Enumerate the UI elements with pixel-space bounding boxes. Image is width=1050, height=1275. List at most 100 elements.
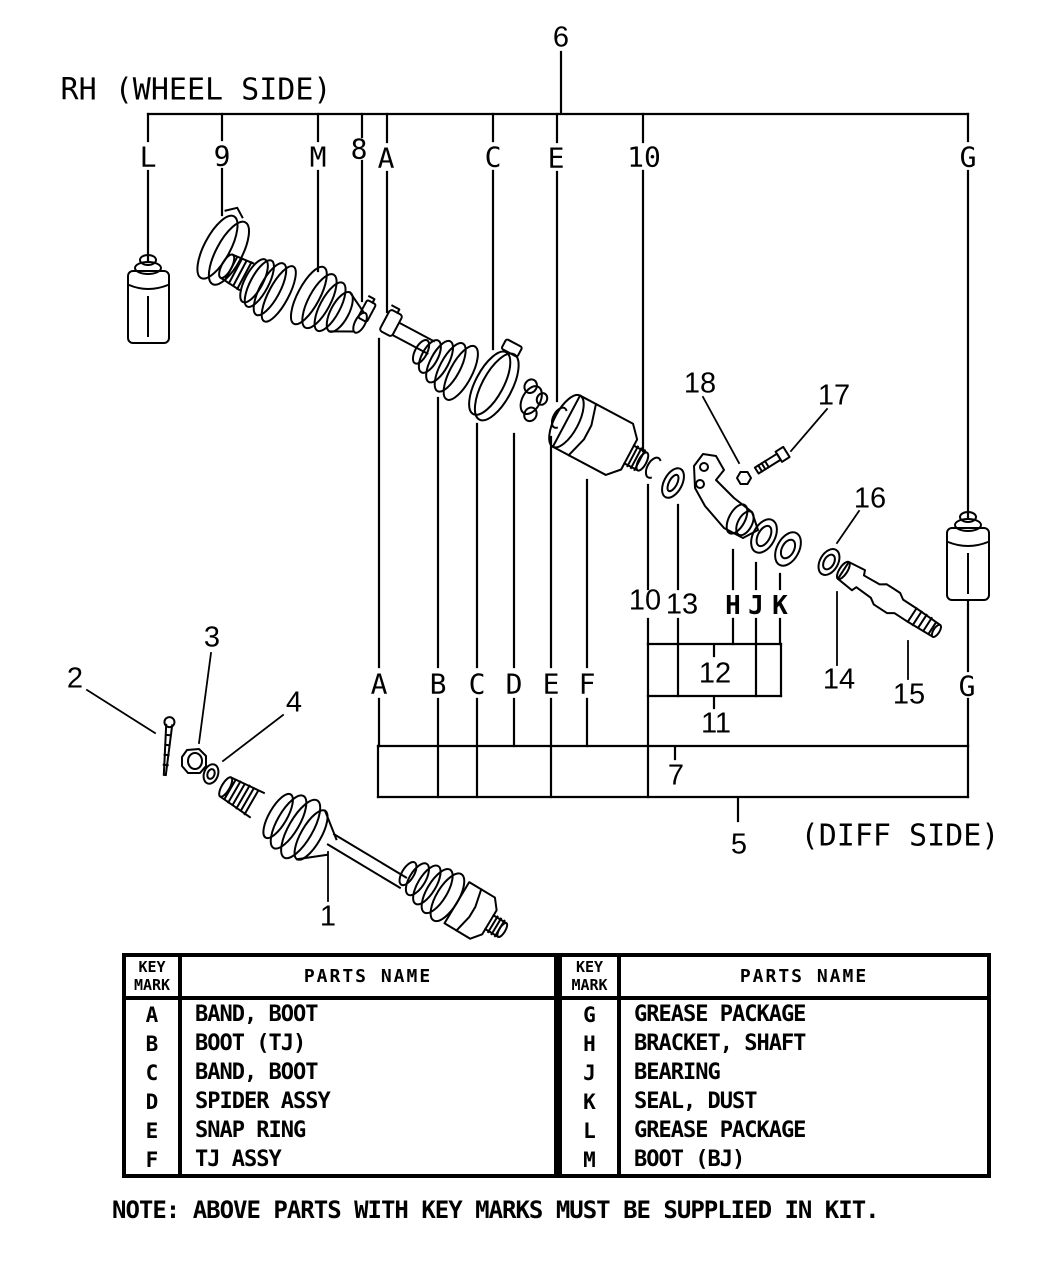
leader-lines [85, 395, 909, 902]
part-name-cell: TJ ASSY [195, 1147, 282, 1172]
lower-shaft [326, 832, 408, 890]
hub-nut-3 [181, 748, 207, 774]
shaft-bracket-H [693, 453, 759, 539]
lower-axle-assembly [162, 716, 509, 940]
table-header-rule [562, 996, 987, 1000]
grease-package-right [946, 511, 990, 601]
key-cell: G [583, 1002, 596, 1027]
part-name-cell: GREASE PACKAGE [634, 1118, 806, 1143]
key-J: J [748, 591, 764, 621]
callout-brackets [146, 50, 970, 823]
nut-18 [736, 471, 752, 485]
part-name-cell: BRACKET, SHAFT [634, 1031, 806, 1056]
key-L-top: L [139, 140, 157, 174]
label-3: 3 [203, 621, 221, 654]
key-G-top: G [959, 140, 977, 174]
key-E-bottom: E [542, 667, 560, 701]
table-header-rule [126, 996, 554, 1000]
key-cell: L [583, 1118, 596, 1143]
parts-name-header: PARTS NAME [303, 966, 433, 987]
key-cell: H [583, 1031, 596, 1056]
kit-note: NOTE: ABOVE PARTS WITH KEY MARKS MUST BE… [112, 1196, 880, 1224]
key-C-bottom: C [468, 667, 486, 701]
label-7: 7 [667, 759, 685, 792]
key-cell: A [145, 1002, 159, 1027]
part-name-cell: BAND, BOOT [195, 1002, 318, 1027]
key-cell: D [145, 1089, 159, 1114]
tj-boot-B [411, 338, 479, 401]
label-11: 11 [700, 707, 732, 740]
label-13: 13 [665, 588, 699, 621]
key-cell: B [145, 1031, 159, 1056]
boot-band-A-upper [379, 304, 403, 337]
part-name-cell: SNAP RING [195, 1118, 306, 1143]
dust-seal-K [774, 531, 802, 567]
label-10-top: 10 [627, 140, 661, 174]
lower-tj-case [443, 881, 509, 940]
parts-table-right: KEY MARK PARTS NAME G GREASE PACKAGE H B… [558, 953, 991, 1178]
label-16: 16 [853, 482, 887, 515]
table-divider [178, 957, 182, 1174]
parts-name-header: PARTS NAME [739, 966, 869, 987]
key-cell: J [583, 1060, 596, 1085]
part-name-cell: GREASE PACKAGE [634, 1002, 806, 1027]
key-cell: K [583, 1089, 596, 1114]
label-1: 1 [319, 900, 337, 933]
label-10-mid: 10 [628, 584, 662, 617]
bj-boot-M [289, 265, 368, 334]
label-6: 6 [552, 21, 570, 54]
key-A-top: A [377, 141, 395, 175]
part-name-cell: BEARING [634, 1060, 721, 1085]
key-B-bottom: B [429, 667, 447, 701]
grease-package-left [127, 254, 170, 344]
label-17: 17 [817, 379, 851, 412]
retainer-washer-16 [817, 548, 841, 576]
key-cell: C [145, 1060, 159, 1085]
bj-splined-hub [218, 253, 297, 323]
damper-shaft-14-15 [835, 560, 943, 638]
part-name-cell: SPIDER ASSY [195, 1089, 331, 1114]
wheel-side-splines [218, 776, 266, 819]
label-8: 8 [350, 132, 368, 166]
part-name-cell: BAND, BOOT [195, 1060, 318, 1085]
key-header-line2: MARK [133, 975, 171, 994]
boot-band-C [468, 338, 523, 422]
part-name-cell: BOOT (TJ) [195, 1031, 306, 1056]
parts-table-left: KEY MARK PARTS NAME A BAND, BOOT B BOOT … [122, 953, 558, 1178]
key-F-bottom: F [578, 667, 596, 701]
key-header-line2: MARK [571, 975, 608, 994]
upper-axle-assembly [196, 206, 943, 638]
cotter-pin-2 [162, 716, 176, 777]
label-9: 9 [213, 139, 231, 173]
key-cell: M [583, 1147, 596, 1172]
label-15: 15 [892, 678, 926, 711]
axle-shaft-middle [392, 322, 436, 355]
table-divider [617, 957, 621, 1174]
part-name-cell: SEAL, DUST [634, 1089, 757, 1114]
label-5: 5 [730, 828, 748, 861]
label-12: 12 [698, 657, 732, 690]
washer-13 [661, 467, 685, 499]
key-cell: F [145, 1147, 159, 1172]
washer-4 [202, 763, 220, 785]
key-E-top: E [547, 141, 565, 175]
boot-clip-8 [357, 294, 377, 323]
key-G-bottom: G [958, 669, 976, 703]
bolt-17 [753, 445, 791, 475]
key-K: K [772, 591, 788, 621]
key-M-top: M [309, 140, 327, 174]
spider-assy-D [519, 378, 549, 423]
lower-boot [398, 861, 466, 923]
bearing-J [750, 518, 778, 554]
key-C-top: C [484, 140, 502, 174]
key-H: H [725, 591, 741, 621]
bj-housing [262, 792, 338, 861]
key-header-line1: KEY [575, 958, 604, 977]
key-D-bottom: D [505, 667, 523, 701]
key-header-line1: KEY [138, 958, 166, 977]
title-diff-side: (DIFF SIDE) [800, 818, 1000, 854]
dust-shield-9 [196, 206, 250, 286]
snap-ring-10 [644, 456, 662, 479]
